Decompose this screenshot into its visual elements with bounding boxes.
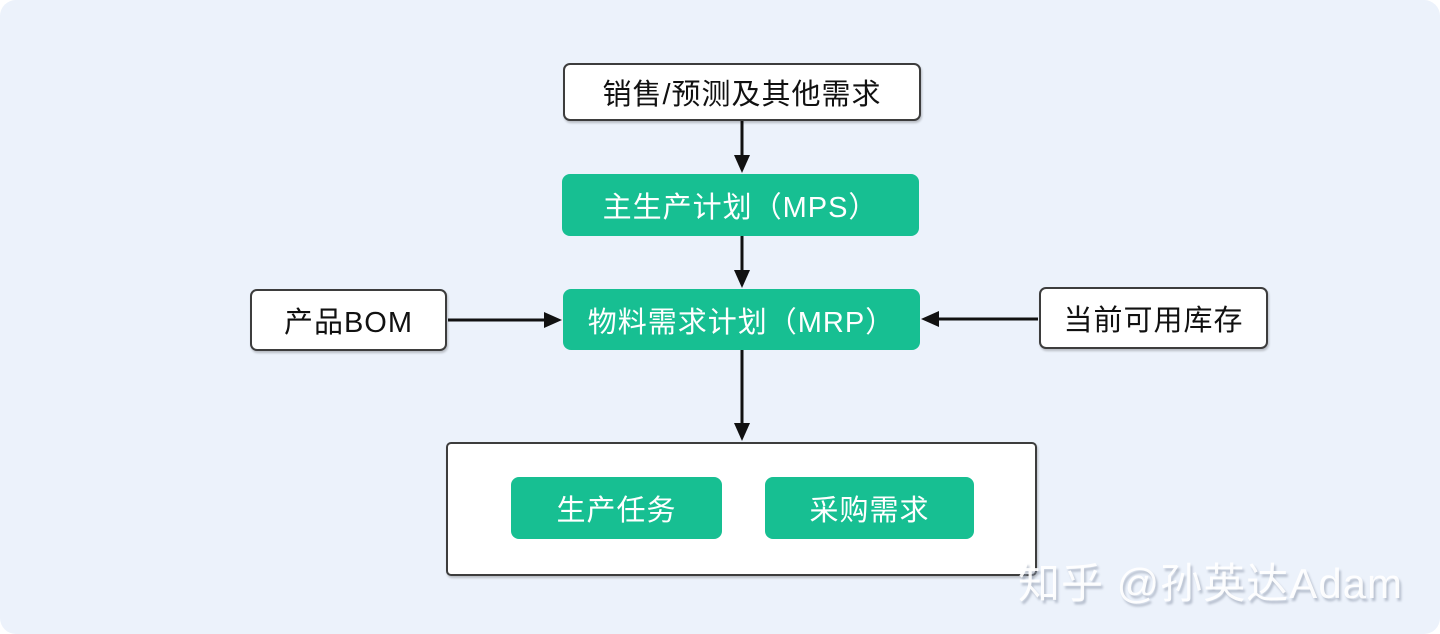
arrow-demand-to-mps — [734, 121, 750, 173]
node-material-requirements-planning: 物料需求计划（MRP） — [563, 289, 920, 350]
arrow-inventory-to-mrp — [921, 311, 1038, 327]
node-product-bom: 产品BOM — [250, 289, 447, 351]
arrow-mps-to-mrp — [734, 236, 750, 288]
node-sales-forecast-demand: 销售/预测及其他需求 — [563, 63, 921, 121]
node-production-task: 生产任务 — [511, 477, 722, 539]
node-purchase-demand: 采购需求 — [765, 477, 974, 539]
node-master-production-schedule: 主生产计划（MPS） — [562, 174, 919, 236]
arrow-mrp-to-results — [734, 350, 750, 441]
arrow-bom-to-mrp — [448, 312, 562, 328]
zhihu-watermark: 知乎 @孙英达Adam — [1018, 560, 1404, 607]
node-available-inventory: 当前可用库存 — [1039, 287, 1268, 349]
